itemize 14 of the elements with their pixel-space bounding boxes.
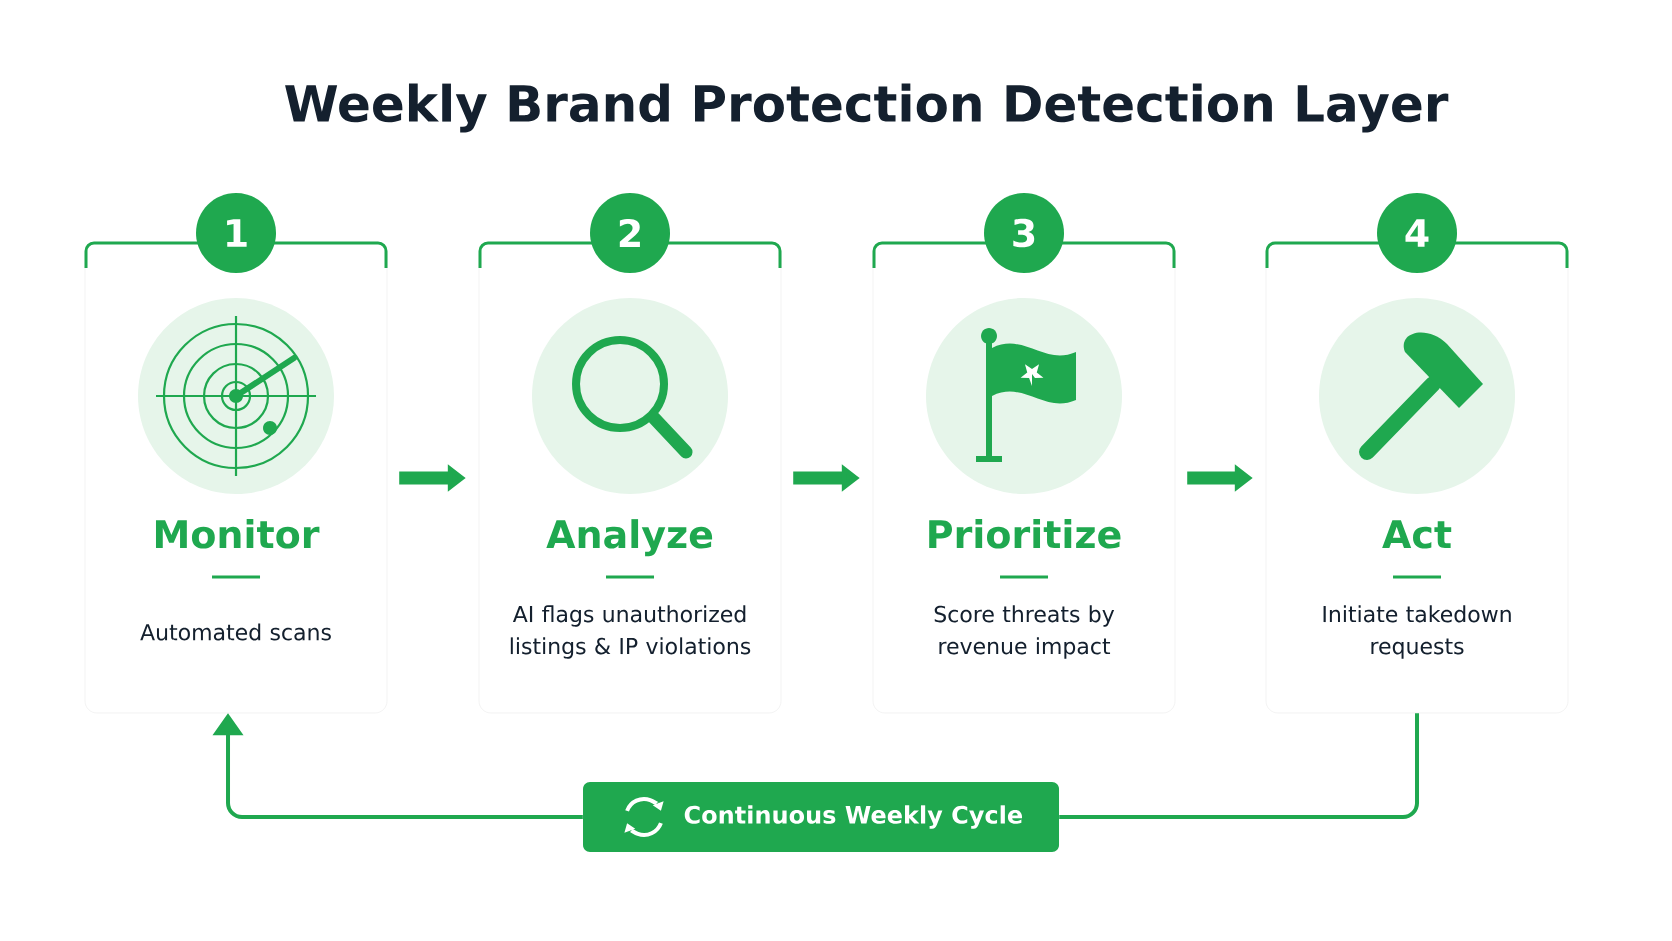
number-badge: 3 xyxy=(984,193,1064,273)
number-badge: 2 xyxy=(590,193,670,273)
step-heading: Act xyxy=(1382,520,1452,549)
step-description: Score threats by revenue impact xyxy=(934,605,1115,659)
number-badge: 4 xyxy=(1377,193,1457,273)
step-heading: Monitor xyxy=(156,519,320,549)
cycle-banner: Continuous Weekly Cycle xyxy=(583,782,1059,852)
step-description: Initiate takedown requests xyxy=(1323,605,1511,659)
step-description: Automated scans xyxy=(140,623,331,641)
number-badge: 1 xyxy=(196,193,276,273)
step-heading: Prioritize xyxy=(929,519,1121,549)
title: Weekly Brand Protection Detection Layer xyxy=(285,83,1449,133)
step-description: AI flags unauthorized listings & IP violations xyxy=(510,605,751,659)
step-heading: Analyze xyxy=(546,519,713,557)
